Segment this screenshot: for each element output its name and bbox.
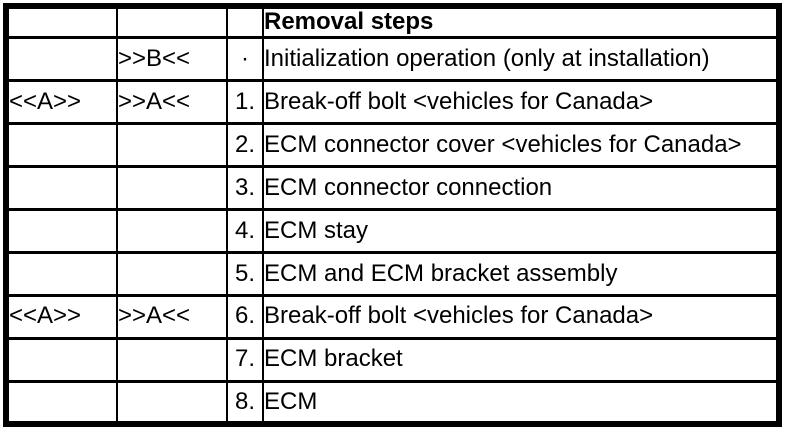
step-number-cell: ·: [226, 36, 264, 83]
removal-steps-table: Removal steps >>B<< · Initialization ope…: [3, 3, 782, 427]
header-cell-marker-b: [116, 4, 228, 40]
step-description-cell: ECM connector connection: [262, 164, 780, 211]
marker-b-cell: [116, 207, 228, 254]
table-row: <<A>> >>A<< 1. Break-off bolt <vehicles …: [5, 79, 780, 126]
marker-a-cell: [5, 36, 118, 83]
step-number-cell: 7.: [226, 336, 264, 383]
marker-b-cell: >>A<<: [116, 293, 228, 340]
step-number-cell: 6.: [226, 293, 264, 340]
step-description-cell: Break-off bolt <vehicles for Canada>: [262, 79, 780, 126]
marker-a-cell: [5, 336, 118, 383]
marker-a-cell: [5, 379, 118, 426]
marker-a-cell: [5, 250, 118, 297]
step-number-cell: 8.: [226, 379, 264, 426]
step-number-cell: 1.: [226, 79, 264, 126]
marker-b-cell: >>A<<: [116, 79, 228, 126]
step-description-cell: ECM stay: [262, 207, 780, 254]
step-description-cell: ECM connector cover <vehicles for Canada…: [262, 122, 780, 168]
table-row: 8. ECM: [5, 379, 780, 426]
step-description-cell: ECM bracket: [262, 336, 780, 383]
marker-a-cell: [5, 164, 118, 211]
step-description-cell: ECM: [262, 379, 780, 426]
table-row: 4. ECM stay: [5, 207, 780, 254]
table-row: >>B<< · Initialization operation (only a…: [5, 36, 780, 83]
marker-b-cell: [116, 250, 228, 297]
table-title: Removal steps: [262, 4, 780, 40]
marker-a-cell: [5, 122, 118, 168]
table-row: 2. ECM connector cover <vehicles for Can…: [5, 122, 780, 168]
marker-b-cell: >>B<<: [116, 36, 228, 83]
marker-b-cell: [116, 336, 228, 383]
table-row: <<A>> >>A<< 6. Break-off bolt <vehicles …: [5, 293, 780, 340]
marker-b-cell: [116, 379, 228, 426]
header-cell-step: [226, 4, 264, 40]
step-number-cell: 5.: [226, 250, 264, 297]
marker-a-cell: <<A>>: [5, 79, 118, 126]
step-description-cell: ECM and ECM bracket assembly: [262, 250, 780, 297]
header-cell-marker-a: [5, 4, 118, 40]
marker-b-cell: [116, 164, 228, 211]
marker-a-cell: <<A>>: [5, 293, 118, 340]
table-header-row: Removal steps: [5, 4, 780, 40]
step-number-cell: 2.: [226, 122, 264, 168]
step-number-cell: 3.: [226, 164, 264, 211]
step-description-cell: Break-off bolt <vehicles for Canada>: [262, 293, 780, 340]
step-description-cell: Initialization operation (only at instal…: [262, 36, 780, 83]
table-row: 7. ECM bracket: [5, 336, 780, 383]
step-number-cell: 4.: [226, 207, 264, 254]
table-row: 3. ECM connector connection: [5, 164, 780, 211]
marker-b-cell: [116, 122, 228, 168]
marker-a-cell: [5, 207, 118, 254]
table-row: 5. ECM and ECM bracket assembly: [5, 250, 780, 297]
